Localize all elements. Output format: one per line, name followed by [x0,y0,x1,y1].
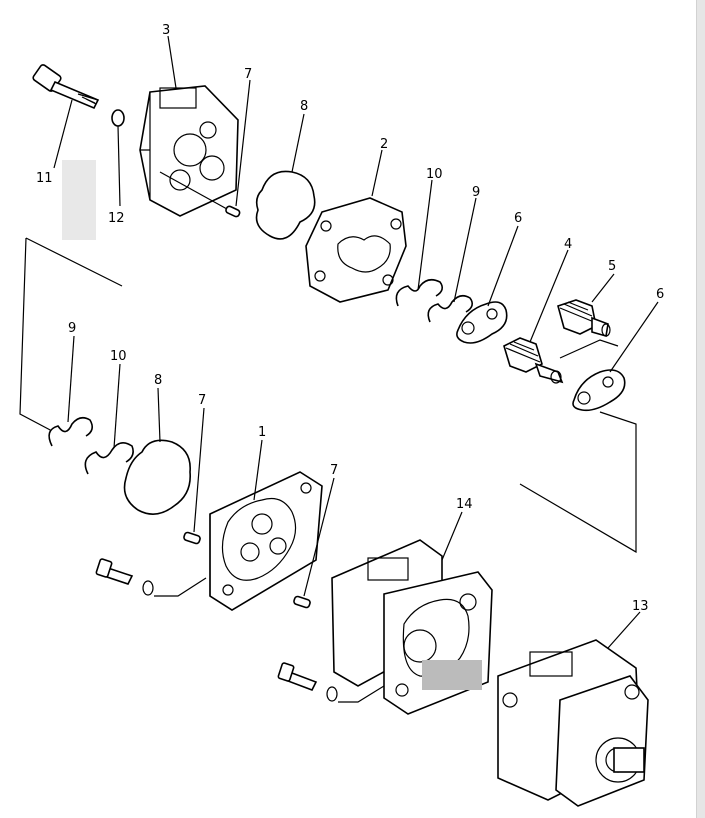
pump-assembly-13 [497,639,649,807]
label-5: 5 [608,259,616,274]
label-10-top: 10 [426,167,443,182]
label-7-top: 7 [244,67,252,82]
label-9-top: 9 [472,185,480,200]
dowel-pin-7-top [225,205,241,218]
o-ring-12 [111,109,125,127]
front-cover-1 [209,471,323,611]
thrust-plate-6-right [572,369,626,412]
leader-lines [53,35,659,649]
clip-10-top [395,278,444,307]
bracket-line-right [519,411,637,554]
blur-smudge [62,160,96,240]
dowel-pin-7-left [183,531,201,545]
bracket-line-left [19,237,123,433]
label-7-left: 7 [198,393,206,408]
label-12: 12 [108,211,125,226]
label-13: 13 [632,599,649,614]
bolt-11 [32,64,100,110]
label-9-left: 9 [68,321,76,336]
label-10-left: 10 [110,349,127,364]
gasket-8-top [255,170,316,240]
label-1: 1 [258,425,266,440]
label-4: 4 [564,237,572,252]
dowel-pin-7-bottom [293,595,311,609]
gear-plate-2 [305,197,407,303]
bolt-washer-bottom [277,662,385,703]
label-8-top: 8 [300,99,308,114]
label-8-left: 8 [154,373,162,388]
label-11: 11 [36,171,53,186]
pump-body-14 [331,539,493,715]
callout-labels: 3 7 8 2 10 9 6 4 5 6 11 12 9 10 8 7 1 7 … [36,23,664,614]
rear-cover-3 [139,85,239,217]
clip-9-left [48,416,94,447]
bolt-washer-left [95,558,207,597]
label-14: 14 [456,497,473,512]
label-6-right: 6 [656,287,664,302]
label-6-top: 6 [514,211,522,226]
thrust-plate-6-top [456,301,508,344]
drive-gear-4 [503,337,564,384]
label-3: 3 [162,23,170,38]
driven-gear-5 [557,299,611,338]
gear-link-line [559,339,619,359]
clip-9-top [427,294,474,323]
label-7-bottom: 7 [330,463,338,478]
gasket-8-left [123,439,191,515]
label-2: 2 [380,137,388,152]
vertical-scrollbar[interactable] [696,0,705,818]
clip-10-left [84,442,134,475]
